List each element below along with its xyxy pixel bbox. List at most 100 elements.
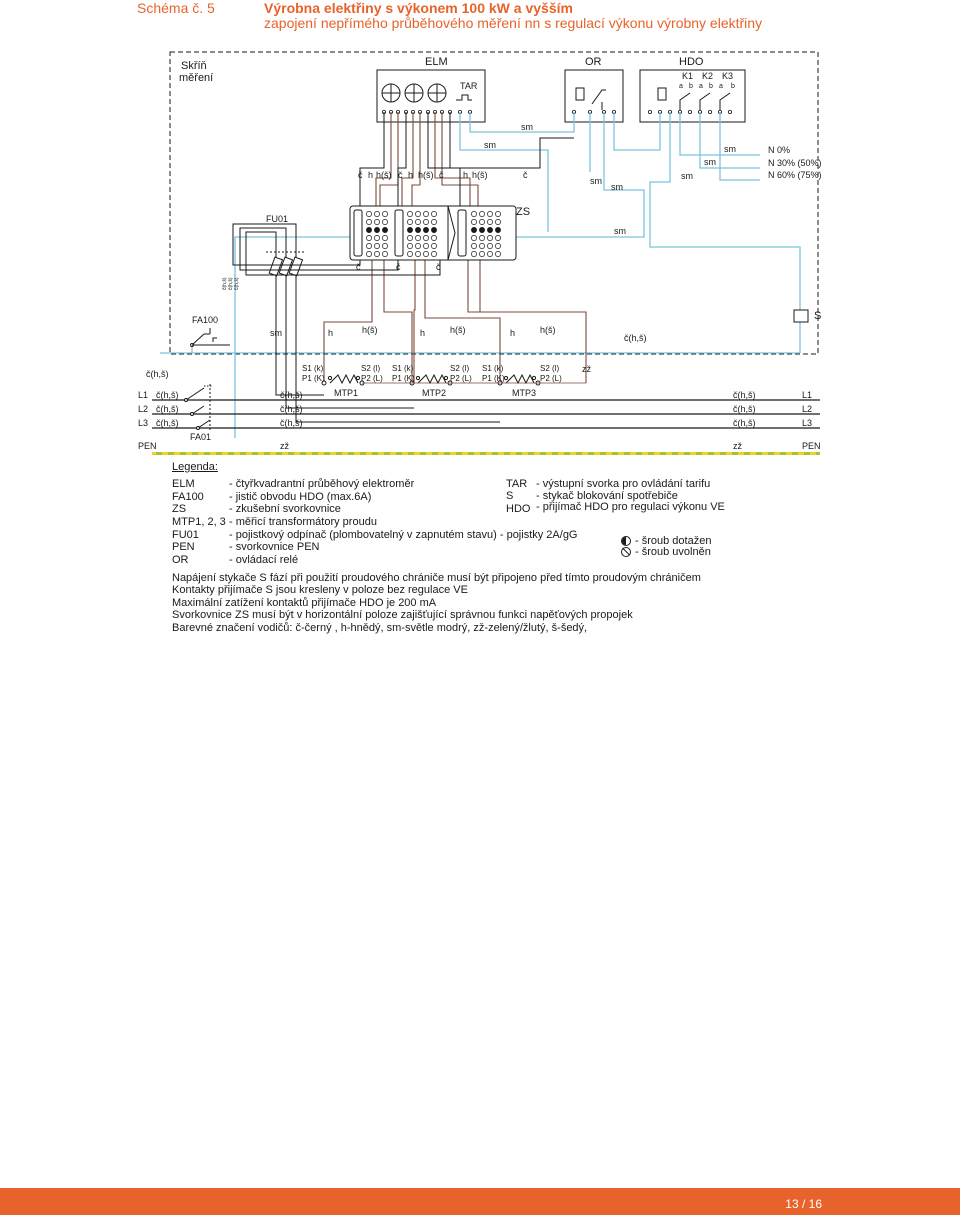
box-label-line2: měření bbox=[179, 72, 213, 84]
fa01-label: FA01 bbox=[190, 432, 211, 442]
zs-screw bbox=[366, 211, 372, 217]
fa01-breaker bbox=[184, 384, 212, 432]
zs-screw bbox=[374, 243, 380, 249]
chs-top-left: č(h,š) bbox=[146, 369, 169, 379]
l1-left-label: L1 bbox=[138, 390, 148, 400]
mtp2-s2: S2 (l) bbox=[450, 364, 469, 373]
legend-key-mtp: MTP1, 2, 3 bbox=[172, 516, 226, 528]
hdo-k2-label: K2 bbox=[702, 71, 713, 81]
sm-label-3: sm bbox=[590, 176, 602, 186]
zs-screws bbox=[366, 211, 501, 257]
mtp3-label: MTP3 bbox=[512, 388, 536, 398]
tar-label: TAR bbox=[460, 81, 478, 91]
hdo-k1-label: K1 bbox=[682, 71, 693, 81]
legend-key-pen: PEN bbox=[172, 541, 195, 553]
mtp2-label: MTP2 bbox=[422, 388, 446, 398]
legend-screw-tight: - šroub dotažen bbox=[621, 535, 711, 547]
lower-h-label-2: h bbox=[420, 328, 425, 338]
sm-label-4: sm bbox=[611, 182, 623, 192]
zs-screw bbox=[479, 211, 485, 217]
pen-line bbox=[152, 452, 820, 455]
zs-screw bbox=[374, 219, 380, 225]
zs-screw bbox=[382, 235, 388, 241]
mtp2 bbox=[409, 373, 453, 386]
zs-screw bbox=[423, 219, 429, 225]
lower-chs-label: č(h,š) bbox=[624, 333, 647, 343]
zs-screw bbox=[415, 227, 421, 233]
l3-right-label: L3 bbox=[802, 418, 812, 428]
wires-black bbox=[232, 112, 574, 423]
fu01-vertical-labels: č(h,š) č(h,š) č(h,š) bbox=[222, 277, 240, 290]
l1-chs-left: č(h,š) bbox=[156, 390, 179, 400]
hdo-k3-label: K3 bbox=[722, 71, 733, 81]
note-line: Kontakty přijímače S jsou kresleny v pol… bbox=[172, 584, 468, 597]
footer-bar bbox=[0, 1188, 960, 1215]
zs-screw bbox=[415, 219, 421, 225]
elm-label: ELM bbox=[425, 56, 448, 68]
wire-label-h2: h bbox=[408, 170, 413, 180]
lower-hs-label-1: h(š) bbox=[362, 325, 378, 335]
zs-screw bbox=[374, 235, 380, 241]
l2-right-label: L2 bbox=[802, 404, 812, 414]
wire-label-c2: č bbox=[398, 170, 403, 180]
wire-label-h1: h bbox=[368, 170, 373, 180]
legend-screw-loose: - šroub uvolněn bbox=[621, 546, 711, 558]
mtp1-label: MTP1 bbox=[334, 388, 358, 398]
s-label: S bbox=[814, 310, 821, 322]
zs-c-label1: č bbox=[356, 262, 361, 272]
mtp1-s2: S2 (l) bbox=[361, 364, 380, 373]
l1-chs-mid: č(h,š) bbox=[280, 390, 303, 400]
zs-screw bbox=[487, 251, 493, 257]
elm-coils bbox=[381, 83, 472, 103]
zs-screw bbox=[382, 211, 388, 217]
zs-screw bbox=[423, 235, 429, 241]
sm-label-2: sm bbox=[484, 140, 496, 150]
s-contactor-coil bbox=[793, 309, 809, 323]
hdo-label: HDO bbox=[679, 56, 704, 68]
or-relay-symbol bbox=[575, 87, 606, 110]
mtp2-s1: S1 (k) bbox=[392, 364, 414, 373]
zs-screw bbox=[471, 227, 477, 233]
zs-screw bbox=[423, 251, 429, 257]
wire-label-hs3: h(š) bbox=[472, 170, 488, 180]
l2-chs-right: č(h,š) bbox=[733, 404, 756, 414]
zs-screw bbox=[471, 251, 477, 257]
l2-left-label: L2 bbox=[138, 404, 148, 414]
hdo-k2-b: b bbox=[709, 83, 713, 90]
hdo-n30-label: N 30% (50%) bbox=[768, 158, 822, 168]
zs-screw bbox=[415, 243, 421, 249]
sm-label-6: sm bbox=[704, 157, 716, 167]
note-line: Maximální zatížení kontaktů přijímače HD… bbox=[172, 596, 437, 609]
box-label-line1: Skříň bbox=[181, 60, 207, 72]
zs-screw bbox=[366, 227, 372, 233]
zs-screw bbox=[495, 243, 501, 249]
zs-screw bbox=[407, 251, 413, 257]
metering-box bbox=[169, 51, 819, 355]
hdo-k2-a: a bbox=[699, 83, 703, 90]
zs-screw bbox=[431, 219, 437, 225]
zs-screw bbox=[487, 227, 493, 233]
zs-c-label2: č bbox=[396, 262, 401, 272]
l2-chs-mid: č(h,š) bbox=[280, 404, 303, 414]
page-title: Výrobna elektřiny s výkonem 100 kW a vyš… bbox=[264, 0, 573, 16]
note-line: Barevné značení vodičů: č-černý , h-hněd… bbox=[172, 621, 588, 634]
fa100-label: FA100 bbox=[192, 315, 218, 325]
zs-screw bbox=[423, 243, 429, 249]
zs-screw bbox=[431, 227, 437, 233]
legend-desc-elm: - čtyřkvadrantní průběhový elektroměr bbox=[229, 478, 415, 490]
wire-label-hs1: h(š) bbox=[376, 170, 392, 180]
legend-desc-fu01: - pojistkový odpínač (plombovatelný v za… bbox=[229, 529, 578, 541]
legend-desc-hdo: - přijímač HDO pro regulaci výkonu VE bbox=[536, 501, 725, 513]
zs-screw bbox=[487, 219, 493, 225]
zs-screw bbox=[479, 243, 485, 249]
legend-desc-fa100: - jistič obvodu HDO (max.6A) bbox=[229, 491, 372, 503]
mtp3-p1: P1 (K) bbox=[482, 374, 505, 383]
zs-screw bbox=[423, 211, 429, 217]
pen-zz-mid: zž bbox=[280, 441, 290, 451]
or-label: OR bbox=[585, 56, 602, 68]
zs-screw bbox=[479, 235, 485, 241]
or-relay bbox=[564, 69, 624, 123]
legend-desc-pen: - svorkovnice PEN bbox=[229, 541, 320, 553]
wire-label-c1: č bbox=[358, 170, 363, 180]
notes: Napájení stykače S fází při použití prou… bbox=[172, 572, 701, 634]
